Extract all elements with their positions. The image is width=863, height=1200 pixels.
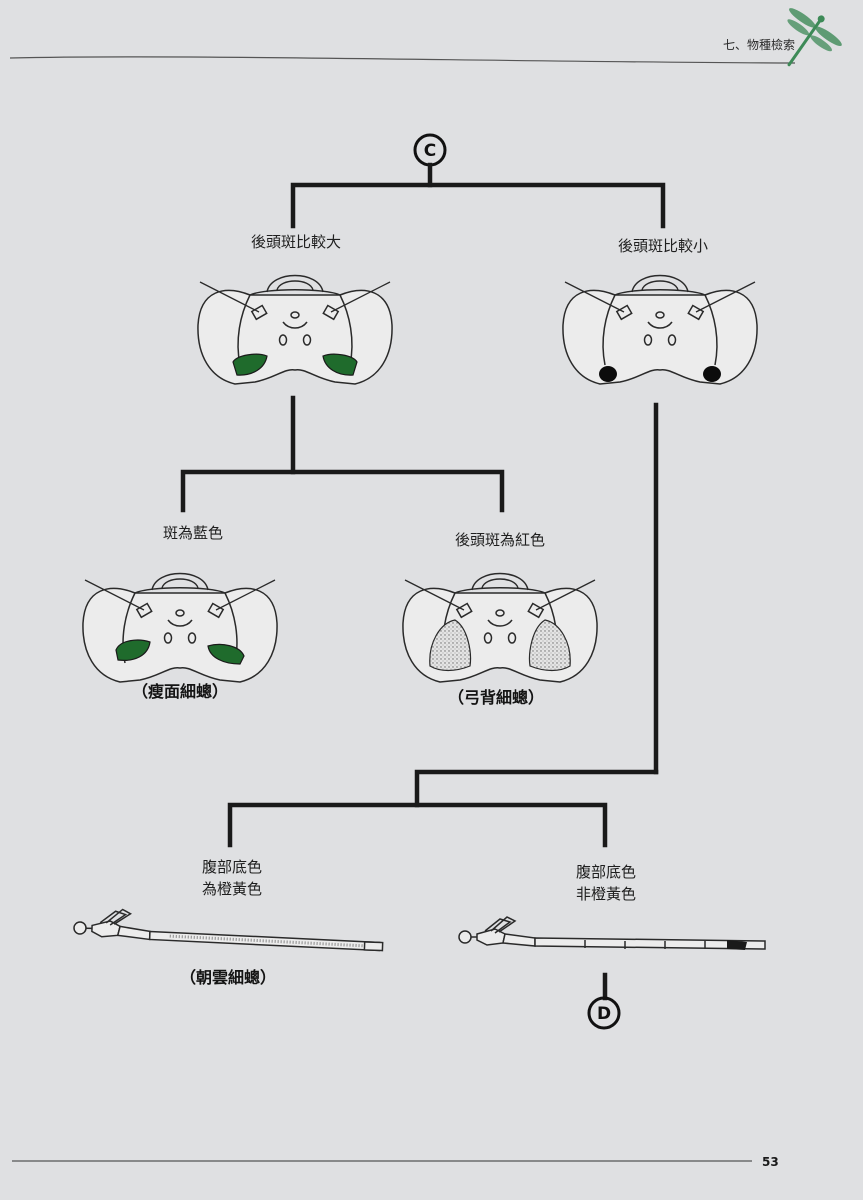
section-title: 七、物種檢索 — [723, 37, 795, 52]
node-c-label: C — [424, 141, 436, 161]
species-thin-face: （瘦面細蟌） — [132, 682, 228, 701]
spot-blue-right — [207, 643, 245, 665]
label-blue-spot: 斑為藍色 — [163, 524, 223, 542]
label-non-orange-abdomen-2: 非橙黃色 — [576, 885, 636, 903]
node-d-circle — [587, 996, 621, 1030]
node-d: D — [587, 996, 621, 1030]
node-c: C — [413, 133, 447, 167]
species-morning-cloud: （朝雲細蟌） — [180, 968, 276, 987]
head-illustration-blue-spot — [82, 572, 278, 683]
spot-green-right — [322, 353, 358, 376]
spot-blue-left — [115, 639, 151, 661]
label-orange-abdomen-2: 為橙黃色 — [202, 880, 262, 898]
page-footer: 53 — [12, 1155, 779, 1169]
label-non-orange-abdomen-1: 腹部底色 — [576, 863, 636, 881]
spot-black-right — [703, 366, 721, 382]
head-illustration-small-spot — [562, 274, 758, 385]
node-d-label: D — [597, 1004, 611, 1024]
head-illustration-red-spot — [402, 572, 598, 683]
damselfly-illustration-orange — [72, 907, 384, 952]
key-tree-lines — [180, 162, 666, 1001]
page-number: 53 — [762, 1155, 779, 1169]
label-red-spot: 後頭斑為紅色 — [455, 531, 545, 549]
abdomen-stipple — [169, 934, 370, 948]
label-large-spot: 後頭斑比較大 — [251, 233, 341, 251]
spot-red-right — [528, 619, 571, 672]
dragonfly-icon — [787, 8, 842, 67]
header-rule — [9, 56, 796, 64]
spot-black-left — [599, 366, 617, 382]
label-orange-abdomen-1: 腹部底色 — [202, 858, 262, 876]
species-bow-back: （弓背細蟌） — [448, 688, 544, 707]
head-illustration-large-spot — [197, 274, 393, 385]
label-small-spot: 後頭斑比較小 — [618, 237, 708, 255]
spot-green-left — [232, 353, 268, 376]
spot-red-left — [429, 619, 472, 672]
page-header: 七、物種檢索 — [9, 8, 842, 67]
damselfly-illustration-non-orange — [458, 916, 766, 950]
